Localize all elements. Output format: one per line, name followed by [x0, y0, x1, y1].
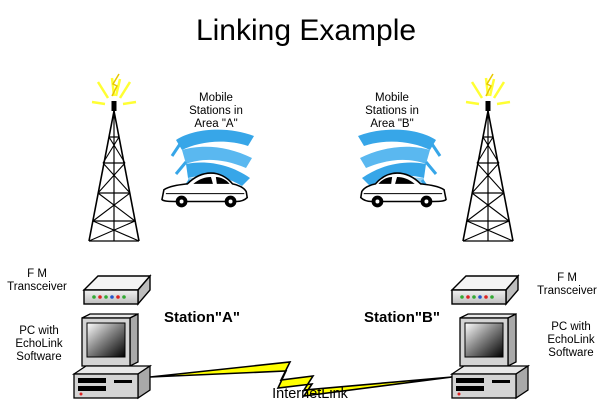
antenna-spark-a-icon	[90, 72, 138, 106]
transceiver-b-icon	[451, 275, 519, 305]
pc-a-label: PC with EchoLink Software	[15, 325, 63, 363]
transceiver-a-icon	[83, 275, 151, 305]
tower-b-icon	[462, 100, 514, 242]
transceiver-b-label: F M Transceiver	[537, 272, 597, 297]
tower-a-icon	[88, 100, 140, 242]
mobile-stations-a-label: Mobile Stations in Area "A"	[189, 92, 243, 130]
station-a-label: Station"A"	[164, 309, 240, 326]
mobile-stations-b-label: Mobile Stations in Area "B"	[365, 92, 419, 130]
antenna-spark-b-icon	[464, 72, 512, 106]
internet-link-lightning-icon	[149, 361, 453, 398]
pc-b-label: PC with EchoLink Software	[547, 321, 595, 359]
computer-a-icon	[73, 313, 151, 399]
station-b-label: Station"B"	[364, 309, 440, 326]
computer-b-icon	[451, 313, 529, 399]
internet-link-label: InternetLink	[272, 386, 348, 402]
transceiver-a-label: F M Transceiver	[7, 268, 67, 293]
diagram-title: Linking Example	[195, 14, 417, 47]
